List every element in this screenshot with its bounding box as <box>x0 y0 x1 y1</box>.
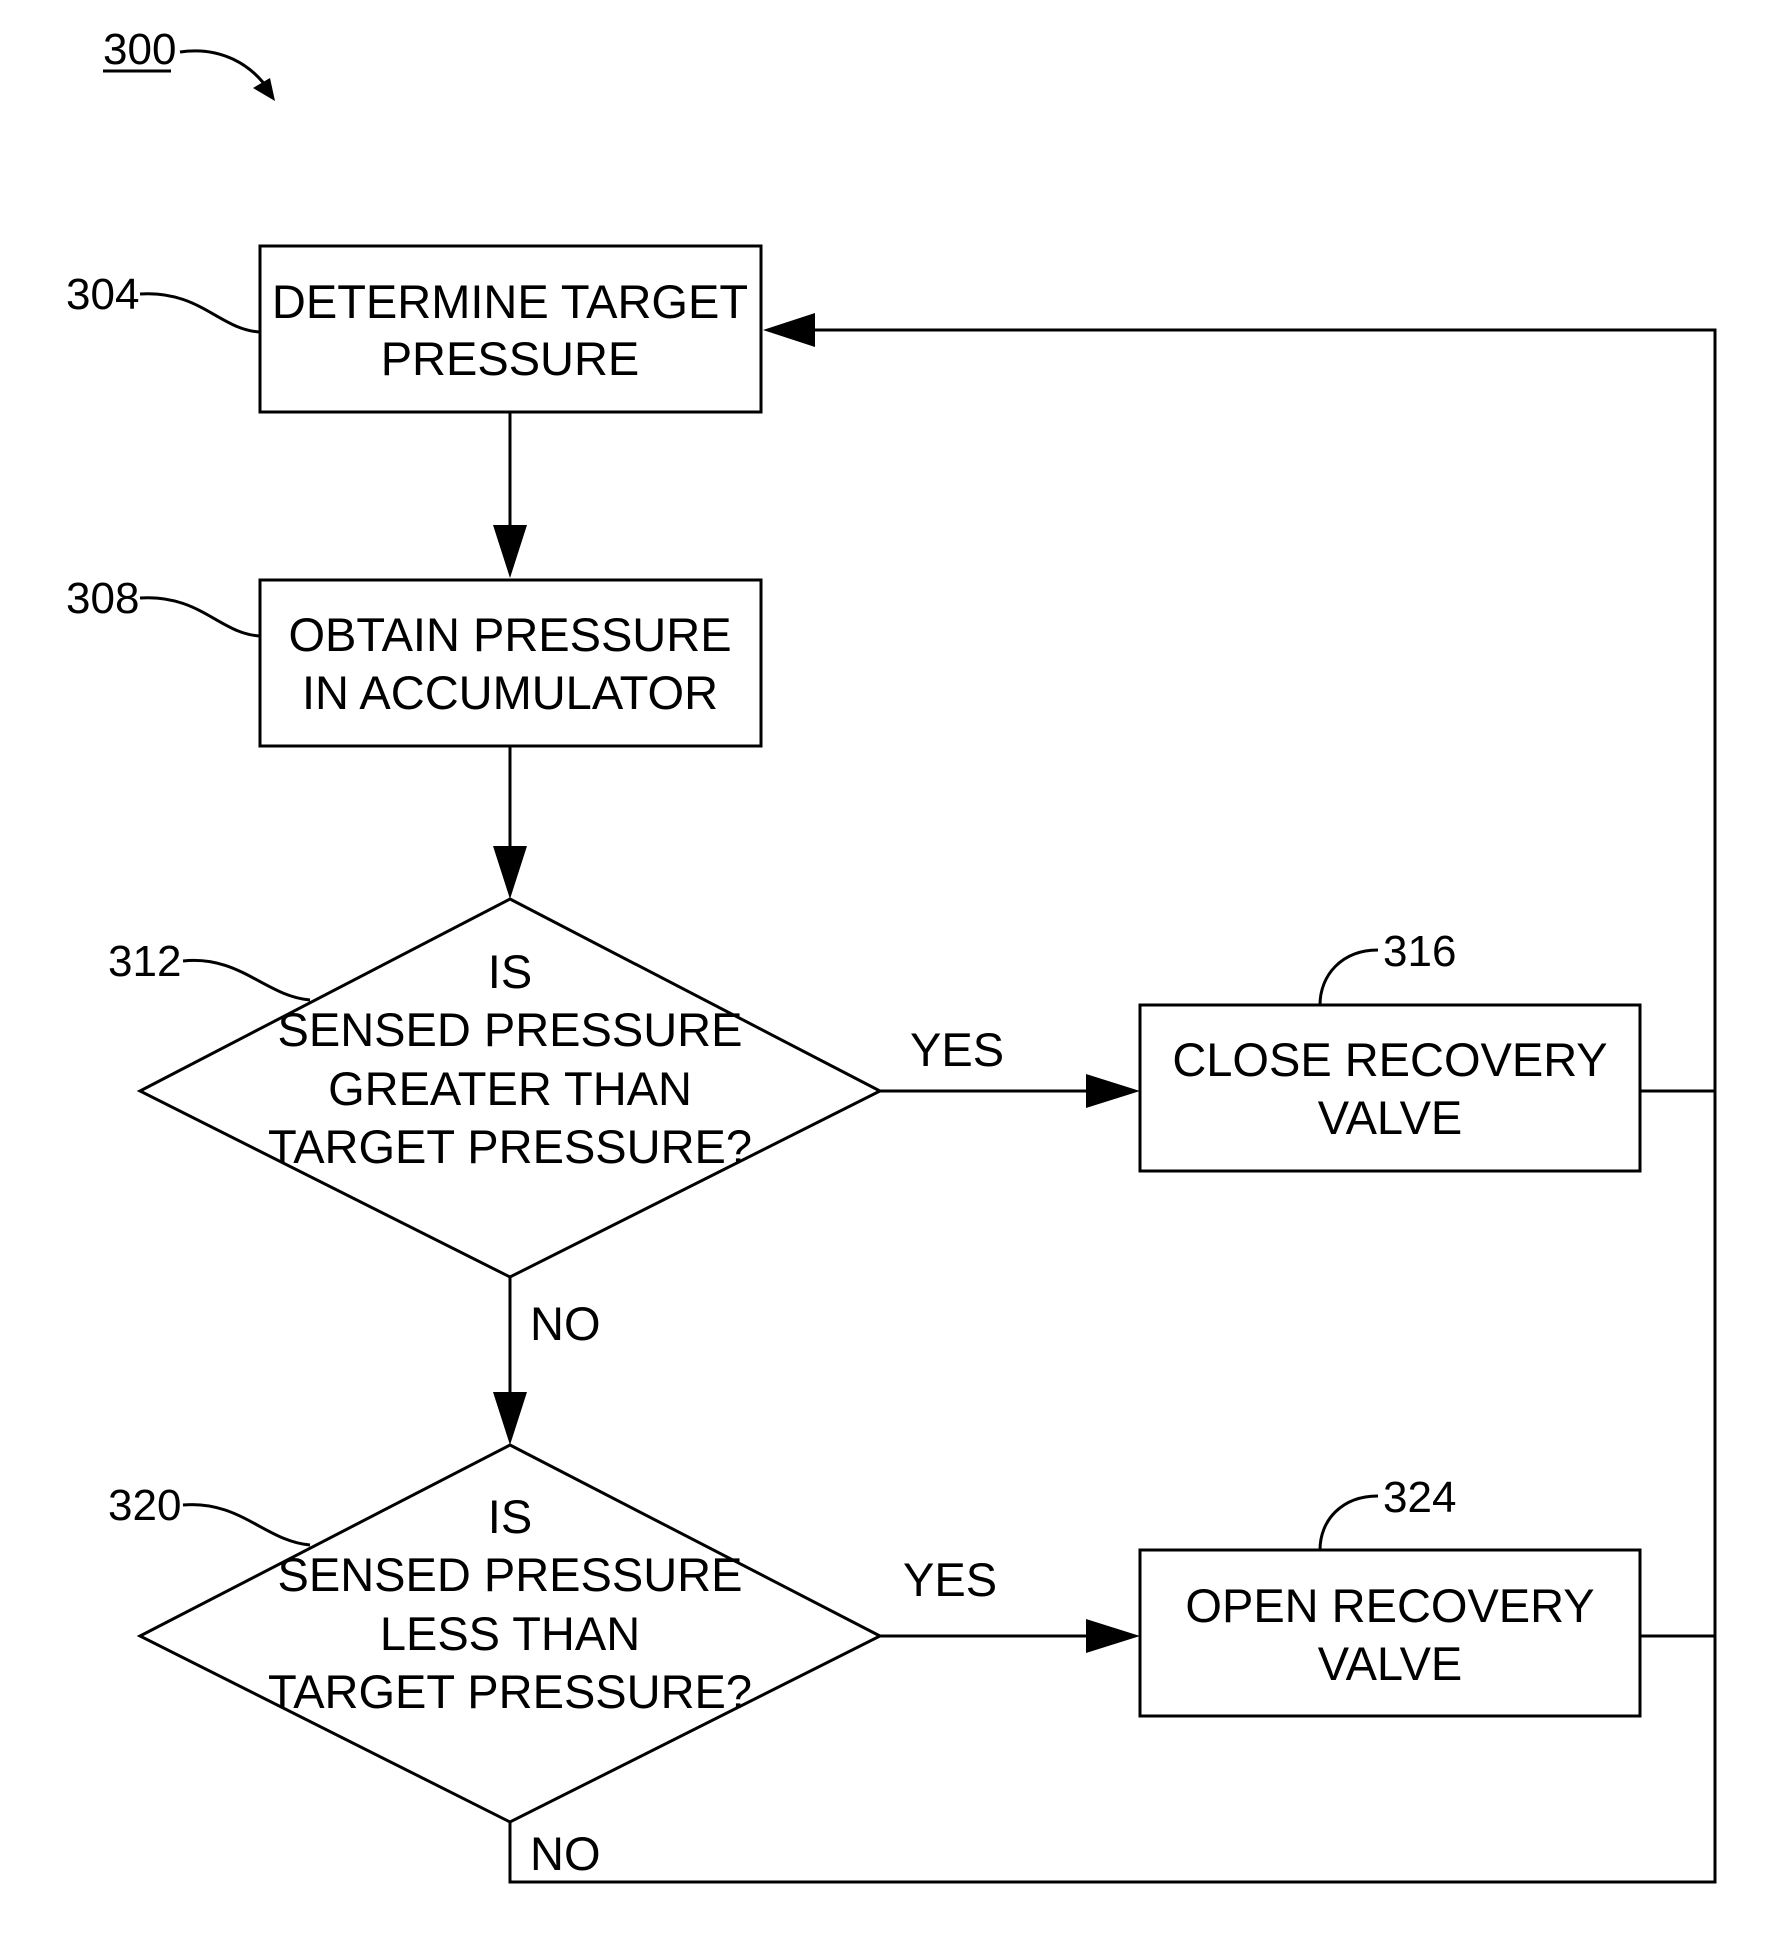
figure-pointer-curve <box>180 51 270 92</box>
ref-label-324: 324 <box>1383 1473 1456 1522</box>
leader-324 <box>1320 1496 1378 1550</box>
arrowhead-320 <box>493 1392 527 1445</box>
diamond-320-line-1: IS <box>488 1490 532 1543</box>
leader-lines <box>140 294 1378 1550</box>
process-box-304 <box>260 246 761 412</box>
figure-reference: 300 <box>103 25 275 101</box>
edge-label-320-yes: YES <box>903 1553 997 1606</box>
diamond-320-line-2: SENSED PRESSURE <box>278 1548 743 1601</box>
ref-label-312: 312 <box>108 937 181 986</box>
leader-304 <box>140 294 260 332</box>
ref-label-316: 316 <box>1383 927 1456 976</box>
edge-label-312-yes: YES <box>910 1023 1004 1076</box>
arrowhead-324 <box>1086 1619 1140 1653</box>
box-324-line-1: OPEN RECOVERY <box>1185 1579 1594 1632</box>
diamond-312-line-2: SENSED PRESSURE <box>278 1003 743 1056</box>
box-316-line-1: CLOSE RECOVERY <box>1172 1033 1607 1086</box>
leader-320 <box>183 1505 310 1545</box>
arrowhead-304 <box>763 313 815 347</box>
box-324-line-2: VALVE <box>1318 1637 1463 1690</box>
diamond-312-line-1: IS <box>488 945 532 998</box>
diamond-320-line-4: TARGET PRESSURE? <box>268 1665 752 1718</box>
arrowhead-308 <box>493 525 527 578</box>
leader-308 <box>140 598 260 636</box>
edge-label-320-no: NO <box>530 1827 601 1880</box>
arrowhead-316 <box>1086 1074 1140 1108</box>
ref-label-308: 308 <box>66 574 139 623</box>
process-box-308 <box>260 580 761 746</box>
box-304-line-1: DETERMINE TARGET <box>272 275 748 328</box>
box-304-line-2: PRESSURE <box>381 332 640 385</box>
diamond-320-line-3: LESS THAN <box>380 1607 640 1660</box>
process-box-324 <box>1140 1550 1640 1716</box>
leader-316 <box>1320 950 1378 1005</box>
arrowhead-312 <box>493 846 527 899</box>
box-316-line-2: VALVE <box>1318 1091 1463 1144</box>
ref-label-320: 320 <box>108 1481 181 1530</box>
diamond-312-line-4: TARGET PRESSURE? <box>268 1120 752 1173</box>
leader-312 <box>183 960 310 1000</box>
box-308-line-2: IN ACCUMULATOR <box>302 666 718 719</box>
box-308-line-1: OBTAIN PRESSURE <box>288 608 731 661</box>
ref-label-304: 304 <box>66 270 139 319</box>
edge-label-312-no: NO <box>530 1297 601 1350</box>
figure-number: 300 <box>103 25 176 74</box>
diamond-312-line-3: GREATER THAN <box>328 1062 692 1115</box>
process-box-316 <box>1140 1005 1640 1171</box>
